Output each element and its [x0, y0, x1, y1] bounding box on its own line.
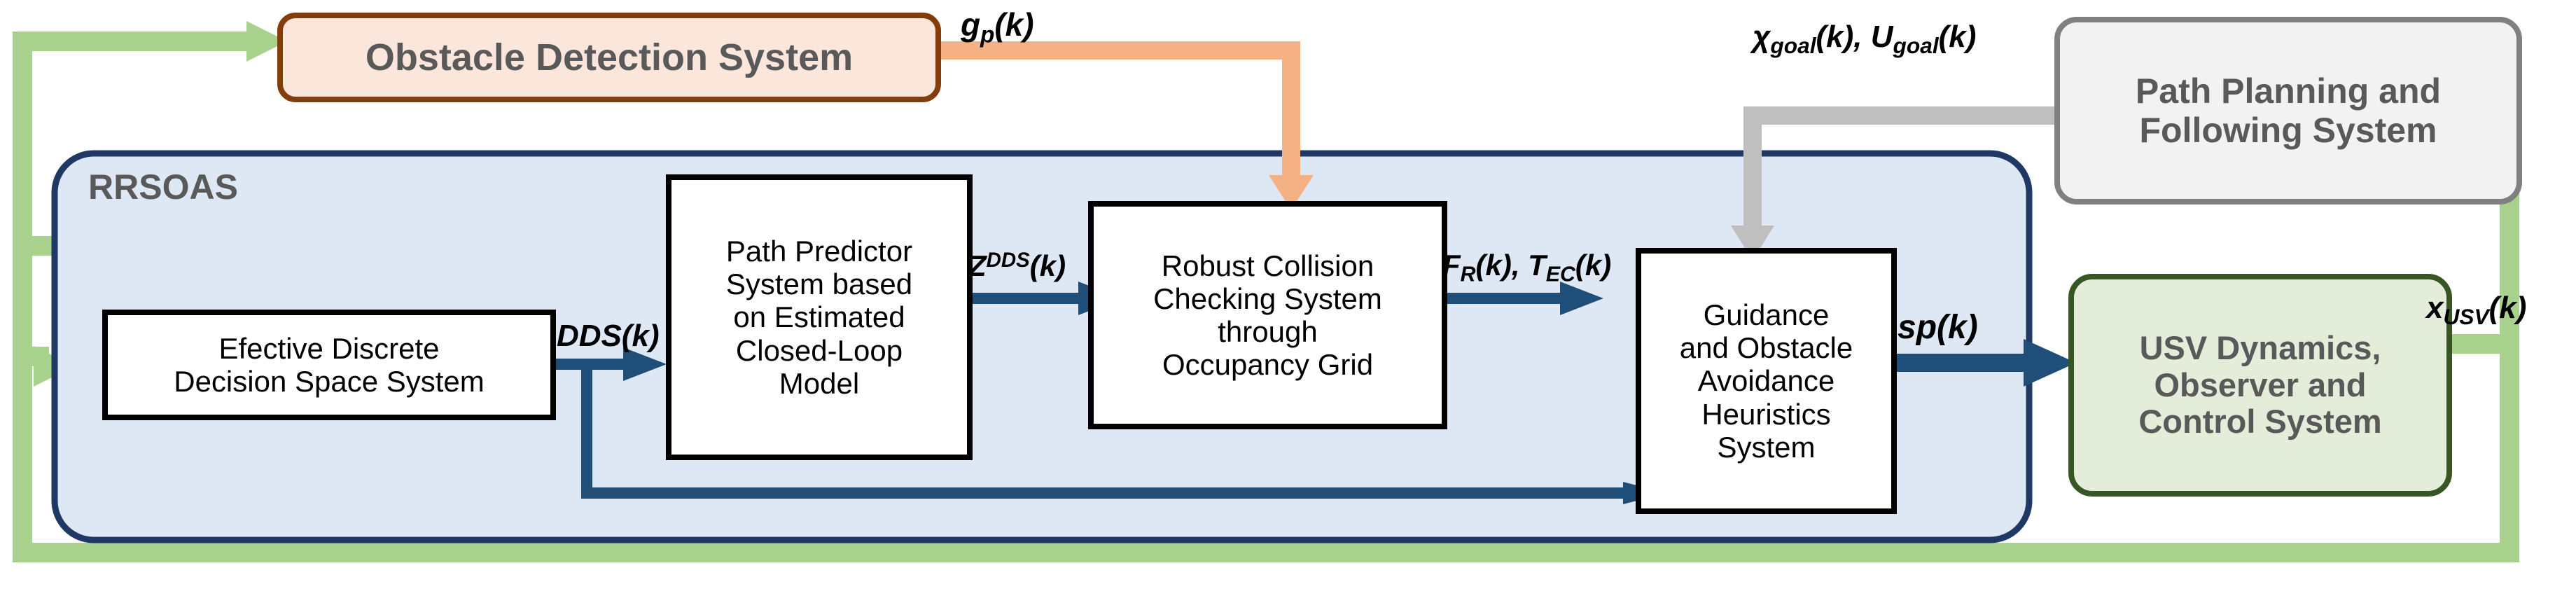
grey-vertical-segment: [1743, 106, 1762, 233]
grey-arrowhead-guidance-box: [1731, 226, 1774, 261]
obstacle-detection-box[interactable]: [277, 13, 941, 102]
blue-dds-segment: [555, 359, 632, 370]
signal-label-x-usv: xUSV(k): [2426, 291, 2526, 330]
signal-tec-sub: EC: [1545, 263, 1575, 286]
signal-z-sup: DDS: [986, 249, 1030, 272]
green-bottom-segment: [13, 543, 2519, 562]
effective-dds-box[interactable]: [102, 310, 556, 420]
signal-xusv-base: x: [2426, 291, 2444, 325]
signal-chi-sub: goal: [1770, 32, 1816, 58]
signal-label-chi-u-goal: χgoal(k), Ugoal(k): [1753, 20, 1977, 58]
green-branch-obstacle-detection: [22, 32, 253, 51]
orange-gp-path: [936, 41, 1314, 210]
grey-goal-path: [1731, 106, 2059, 261]
grey-horizontal-segment: [1743, 106, 2059, 125]
signal-gp-tail: (k): [994, 6, 1034, 43]
signal-label-gp: gp(k): [961, 6, 1034, 48]
blue-dds-branch-horizontal: [581, 487, 1631, 499]
signal-label-sp: sp(k): [1898, 309, 1978, 346]
signal-xusv-tail: (k): [2488, 291, 2527, 325]
usv-dynamics-box[interactable]: [2068, 274, 2452, 497]
orange-horizontal-segment: [936, 41, 1300, 60]
blue-dds-branch-vertical: [581, 359, 592, 499]
signal-label-fr-tec: FR(k), TEC(k): [1442, 249, 1612, 286]
signal-z-base: Z: [968, 249, 987, 283]
blue-zdds-segment: [970, 293, 1089, 304]
signal-z-tail: (k): [1029, 249, 1066, 283]
signal-fr-sub: R: [1460, 263, 1476, 286]
green-left-vertical: [13, 32, 32, 553]
path-planning-box[interactable]: [2054, 17, 2522, 205]
blue-arrowhead-usv-dynamics: [2024, 339, 2076, 387]
orange-vertical-segment: [1282, 41, 1300, 181]
robust-collision-box[interactable]: [1088, 201, 1447, 429]
orange-arrowhead-collision-box: [1269, 175, 1314, 210]
signal-xusv-sub: USV: [2443, 303, 2489, 329]
signal-u-sub: goal: [1893, 32, 1939, 58]
signal-gp-base: g: [961, 6, 981, 43]
blue-arrowhead-guidance: [1560, 282, 1603, 315]
green-arrowhead-obstacle-detection: [246, 21, 287, 62]
guidance-box[interactable]: [1636, 248, 1897, 514]
path-predictor-box[interactable]: [666, 174, 973, 460]
signal-gp-sub: p: [980, 22, 995, 48]
blue-fr-tec-segment: [1446, 293, 1568, 304]
signal-label-z-dds: ZDDS(k): [968, 249, 1066, 283]
rrsoas-container-label: RRSOAS: [88, 167, 238, 207]
signal-label-dds: DDS(k): [557, 319, 660, 353]
blue-arrowhead-path-predictor: [623, 347, 667, 381]
blue-signal-paths: [555, 282, 2076, 504]
